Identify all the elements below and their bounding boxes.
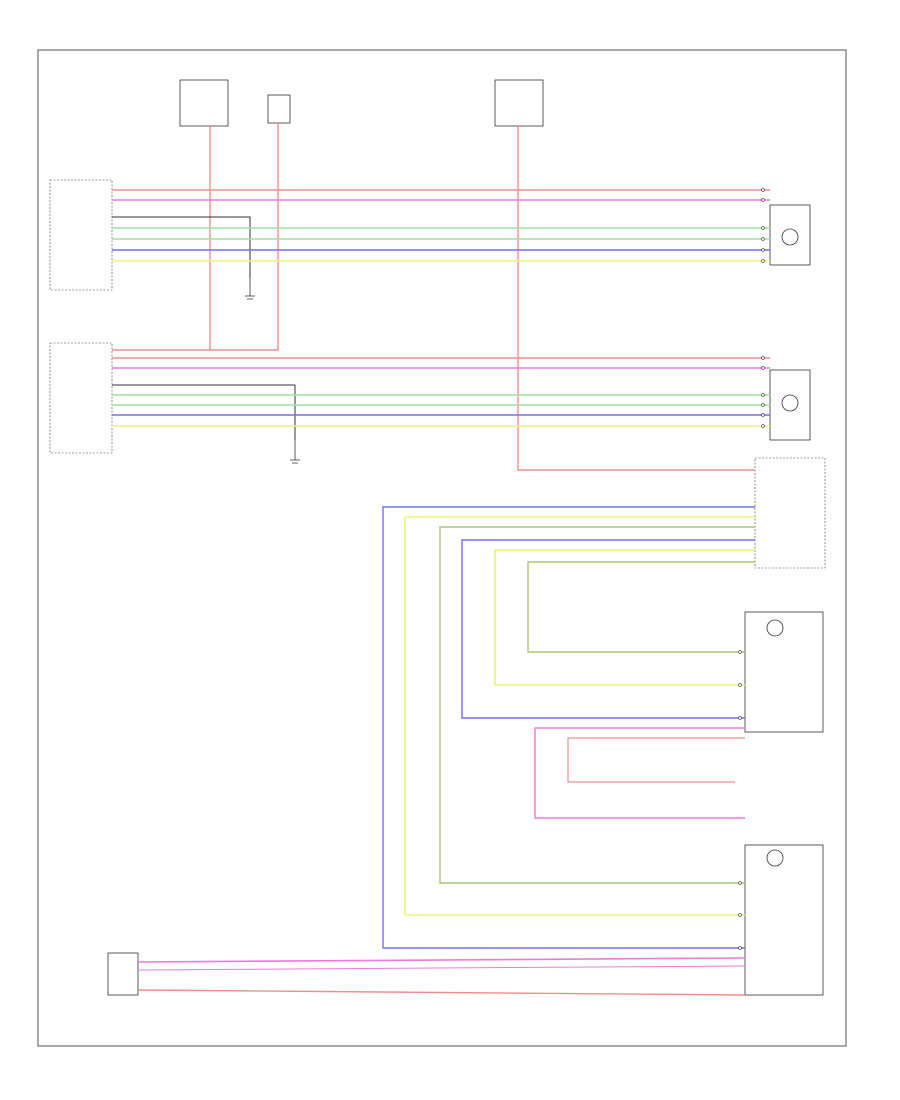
front-right-motor-icon [781, 394, 799, 412]
window-relay-box [754, 457, 826, 569]
red-wire [567, 737, 745, 783]
black-wire [112, 384, 296, 440]
diagram-frame [37, 49, 847, 1047]
red-wire [137, 989, 746, 996]
red-wire [517, 126, 755, 471]
blue-wire [382, 506, 755, 949]
pink-wire [137, 957, 746, 963]
pink-wire [137, 965, 746, 971]
black-wire [112, 216, 251, 278]
olive-wire [527, 561, 755, 653]
passenger-window-module [49, 342, 113, 454]
ground-icon [245, 278, 255, 300]
driver-window-module [49, 179, 113, 291]
yellow-wire [494, 549, 755, 686]
blue-wire [461, 539, 755, 719]
yellow-wire [404, 516, 755, 916]
red-wire [112, 123, 279, 351]
left-rear-motor-box [107, 952, 139, 996]
fuse-box-right [494, 79, 544, 127]
left-rear-switch-box [744, 844, 824, 996]
fuse-box-middle [267, 94, 291, 124]
right-rear-switch-icon [766, 619, 784, 637]
fuse-box-left [179, 79, 229, 127]
front-right-motor-box [769, 369, 811, 441]
ground-icon [290, 440, 300, 464]
right-rear-switch-box [744, 611, 824, 733]
front-left-motor-box [769, 204, 811, 266]
left-rear-switch-icon [766, 849, 784, 867]
front-left-motor-icon [781, 228, 799, 246]
connector-terminals [738, 188, 765, 950]
pink-wire [534, 727, 745, 819]
olive-wire [439, 526, 755, 884]
